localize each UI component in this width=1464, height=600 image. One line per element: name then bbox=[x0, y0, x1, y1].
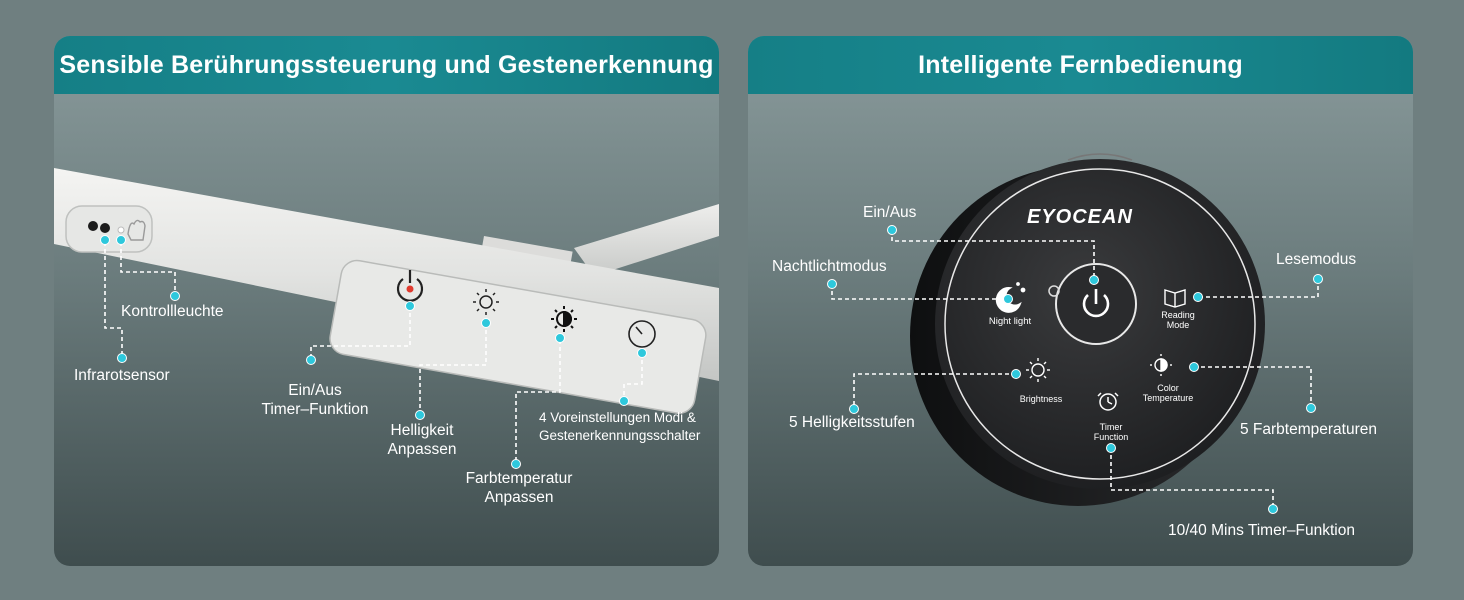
power-icon bbox=[1082, 289, 1110, 318]
leader-lines bbox=[831, 230, 1319, 508]
leader-lines bbox=[104, 242, 643, 462]
remote-label-timer: Timer Function bbox=[1081, 422, 1141, 442]
label-farbtemperatur: Farbtemperatur Anpassen bbox=[450, 469, 588, 507]
remote-label-reading-line2: Mode bbox=[1166, 320, 1190, 330]
right-panel-title: Intelligente Fernbedienung bbox=[748, 36, 1413, 94]
infrared-sensor-eye bbox=[88, 221, 98, 231]
remote-label-brightness: Brightness bbox=[1019, 394, 1063, 404]
label-lesemodus: Lesemodus bbox=[1276, 251, 1357, 268]
label-ein-aus: Ein/Aus bbox=[863, 204, 917, 221]
reading-mode-icon bbox=[1164, 289, 1186, 308]
power-icon bbox=[396, 270, 424, 302]
indicator-led bbox=[1048, 285, 1060, 297]
label-farbtemperaturen: 5 Farbtemperaturen bbox=[1240, 421, 1377, 438]
color-temperature-icon bbox=[551, 306, 577, 332]
infrared-sensor-eye bbox=[100, 223, 110, 233]
label-voreinstellungen: 4 Voreinstellungen Modi & Gestenerkennun… bbox=[539, 409, 700, 445]
remote-label-reading-line1: Reading bbox=[1161, 310, 1195, 320]
label-ein-aus-line1: Ein/Aus bbox=[288, 382, 342, 399]
brightness-icon bbox=[1026, 358, 1050, 382]
lamp-arm-illustration bbox=[54, 168, 719, 469]
hand-gesture-icon bbox=[127, 219, 146, 241]
label-infrarotsensor: Infrarotsensor bbox=[74, 367, 170, 384]
marker-dots bbox=[100, 235, 647, 469]
control-light bbox=[117, 226, 125, 234]
lamp-stem bbox=[574, 204, 719, 276]
remote-illustration bbox=[827, 153, 1323, 514]
label-farbtemperatur-line1: Farbtemperatur bbox=[465, 470, 573, 487]
label-helligkeit-line2: Anpassen bbox=[387, 441, 457, 458]
label-timer: 10/40 Mins Timer–Funktion bbox=[1168, 522, 1355, 539]
remote-label-timer-line1: Timer bbox=[1099, 422, 1123, 432]
label-ein-aus: Ein/Aus Timer–Funktion bbox=[250, 381, 380, 419]
label-ein-aus-line2: Timer–Funktion bbox=[261, 401, 369, 418]
label-kontrollleuchte: Kontrollleuchte bbox=[121, 303, 224, 320]
remote-label-color-line1: Color bbox=[1157, 383, 1179, 393]
mode-dial-icon bbox=[628, 320, 656, 348]
label-voreinstellungen-line2: Gestenerkennungsschalter bbox=[539, 428, 701, 443]
remote-label-timer-line2: Function bbox=[1093, 432, 1129, 442]
label-helligkeitsstufen: 5 Helligkeitsstufen bbox=[789, 414, 915, 431]
marker-dots bbox=[827, 225, 1323, 514]
label-helligkeit: Helligkeit Anpassen bbox=[372, 421, 472, 459]
control-bar bbox=[329, 259, 707, 415]
label-nachtlichtmodus: Nachtlichtmodus bbox=[772, 258, 887, 275]
remote-label-color-temp: Color Temperature bbox=[1133, 383, 1203, 403]
timer-icon bbox=[1097, 392, 1119, 411]
color-temperature-icon bbox=[1150, 354, 1172, 376]
remote-inner-ring bbox=[944, 168, 1256, 480]
remote-control-panel: Intelligente Fernbedienung EYOCEAN Night… bbox=[748, 36, 1413, 566]
brightness-icon bbox=[473, 289, 499, 315]
label-voreinstellungen-line1: 4 Voreinstellungen Modi & bbox=[539, 410, 696, 425]
remote-label-night-light: Night light bbox=[988, 316, 1032, 327]
left-panel-title: Sensible Berührungssteuerung und Gestene… bbox=[54, 36, 719, 94]
label-farbtemperatur-line2: Anpassen bbox=[484, 489, 554, 506]
label-helligkeit-line1: Helligkeit bbox=[390, 422, 454, 439]
remote-label-reading-mode: Reading Mode bbox=[1148, 310, 1208, 330]
brand-logo: EYOCEAN bbox=[1027, 206, 1133, 228]
remote-label-color-line2: Temperature bbox=[1142, 393, 1194, 403]
touch-control-panel: Sensible Berührungssteuerung und Gestene… bbox=[54, 36, 719, 566]
